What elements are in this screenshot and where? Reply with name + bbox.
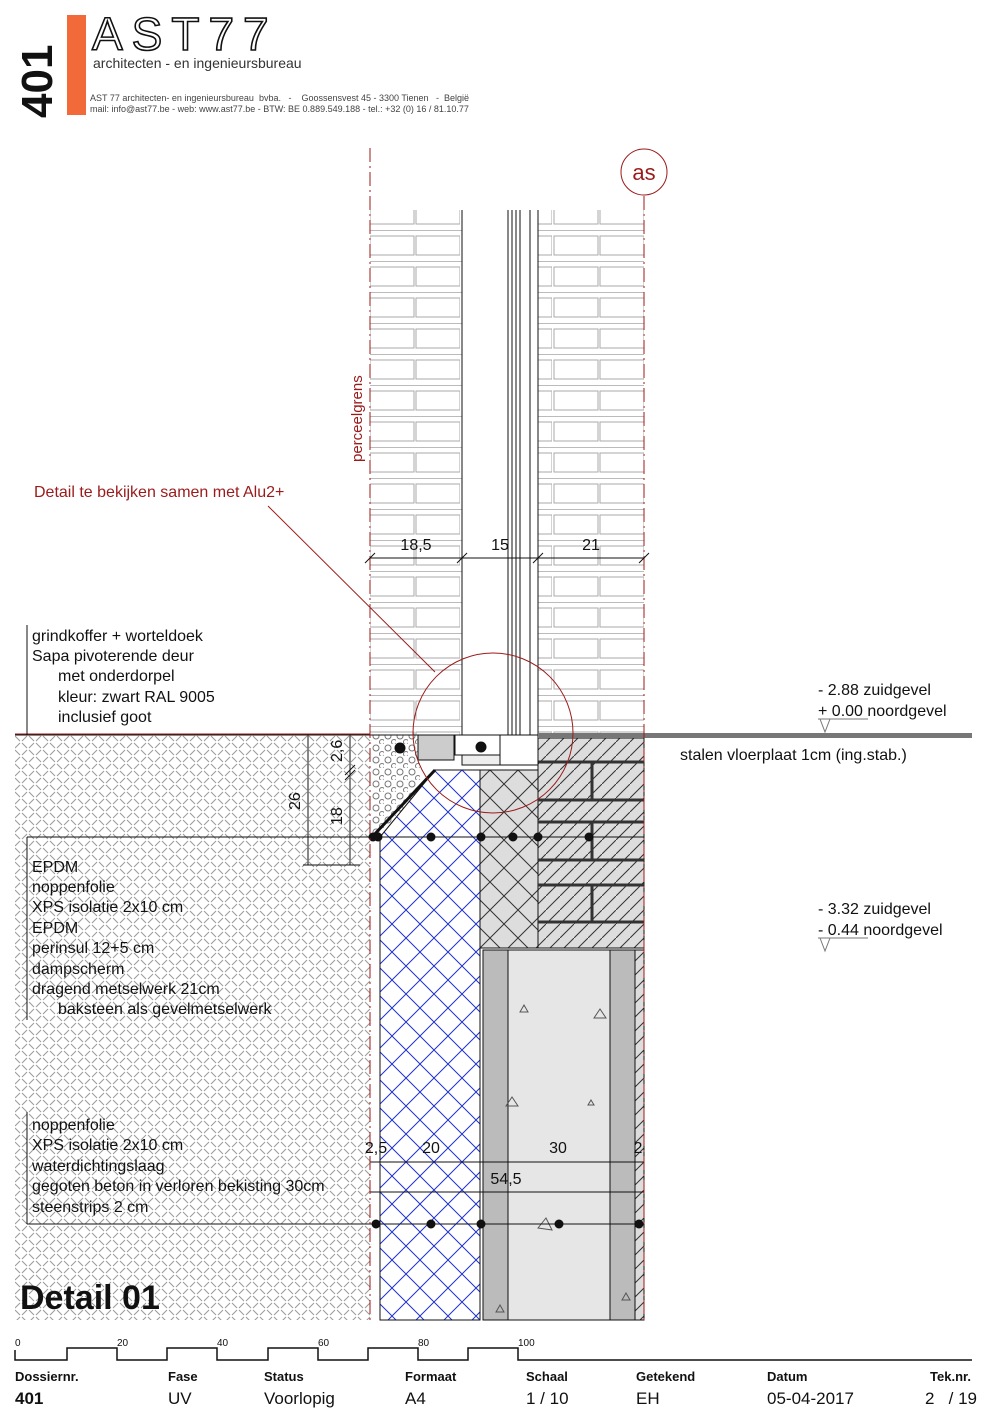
ground-fill bbox=[15, 735, 372, 1320]
tb-header: Getekend bbox=[636, 1369, 695, 1384]
scale-tick: 100 bbox=[518, 1338, 535, 1349]
axis-label: as bbox=[632, 160, 655, 185]
label-line: XPS isolatie 2x10 cm bbox=[32, 899, 183, 916]
brick-facade-right bbox=[538, 210, 644, 735]
tb-value: 2 / 19 bbox=[925, 1389, 977, 1408]
dim-18: 18 bbox=[329, 807, 346, 825]
detail-circle bbox=[412, 652, 574, 814]
labels-top: grindkoffer + worteldoek Sapa pivoterend… bbox=[32, 628, 215, 726]
dim-2-6: 2,6 bbox=[329, 740, 346, 762]
label-line: EPDM bbox=[32, 859, 78, 876]
scale-bar-labels: 0 20 40 60 80 100 bbox=[15, 1338, 535, 1349]
label-line: Sapa pivoterende deur bbox=[32, 648, 195, 665]
dim-15: 15 bbox=[491, 537, 509, 554]
scale-tick: 60 bbox=[318, 1338, 330, 1349]
address-line-2: mail: info@ast77.be - web: www.ast77.be … bbox=[90, 104, 469, 114]
brick-strips bbox=[634, 949, 645, 1321]
label-line: met onderdorpel bbox=[58, 668, 175, 685]
brick-facade-left bbox=[370, 210, 462, 735]
dim-2-5: 2,5 bbox=[365, 1140, 387, 1157]
label-line: dragend metselwerk 21cm bbox=[32, 981, 220, 998]
label-line: perinsul 12+5 cm bbox=[32, 940, 154, 957]
tb-header: Schaal bbox=[526, 1369, 568, 1384]
floor-plate-label: stalen vloerplaat 1cm (ing.stab.) bbox=[680, 747, 907, 764]
address-line-1: AST 77 architecten- en ingenieursbureau … bbox=[90, 93, 469, 103]
tb-header: Status bbox=[264, 1369, 304, 1384]
tb-header: Dossiernr. bbox=[15, 1369, 79, 1384]
brick-joints bbox=[538, 760, 644, 924]
epdm-slope bbox=[370, 768, 437, 839]
axis-marker bbox=[620, 148, 668, 196]
perinsul-block bbox=[479, 769, 539, 949]
label-line: kleur: zwart RAL 9005 bbox=[58, 689, 215, 706]
level-1-south: - 2.88 zuidgevel bbox=[818, 682, 931, 699]
tb-value: 401 bbox=[15, 1389, 43, 1408]
labels-mid: EPDM noppenfolie XPS isolatie 2x10 cm EP… bbox=[32, 859, 272, 1018]
tb-header: Tek.nr. bbox=[930, 1369, 971, 1384]
brand-bar bbox=[67, 15, 86, 115]
label-line: noppenfolie bbox=[32, 1117, 115, 1134]
formwork-left bbox=[482, 949, 509, 1321]
dim-18-5: 18,5 bbox=[400, 537, 431, 554]
logo-subtitle: architecten - en ingenieursbureau bbox=[93, 55, 302, 71]
boundary-label: perceelgrens bbox=[349, 375, 366, 462]
detail-note: Detail te bekijken samen met Alu2+ bbox=[34, 484, 284, 501]
reference-lines bbox=[27, 832, 644, 1229]
scale-tick: 0 bbox=[15, 1338, 21, 1349]
dim-26: 26 bbox=[287, 792, 304, 810]
label-line: EPDM bbox=[32, 920, 78, 937]
label-line: inclusief goot bbox=[58, 709, 152, 726]
label-line: noppenfolie bbox=[32, 879, 115, 896]
tb-header: Datum bbox=[767, 1369, 807, 1384]
level-1-north: + 0.00 noordgevel bbox=[818, 703, 947, 720]
label-line: XPS isolatie 2x10 cm bbox=[32, 1137, 183, 1154]
tb-header: Formaat bbox=[405, 1369, 457, 1384]
scale-tick: 20 bbox=[117, 1338, 129, 1349]
label-line: dampscherm bbox=[32, 961, 124, 978]
vertical-dimensions bbox=[303, 735, 360, 866]
tb-value: A4 bbox=[405, 1389, 426, 1408]
tb-value: UV bbox=[168, 1389, 192, 1408]
label-line: gegoten beton in verloren bekisting 30cm bbox=[32, 1178, 325, 1195]
scale-tick: 80 bbox=[418, 1338, 430, 1349]
door-frame bbox=[461, 210, 539, 735]
tb-value: 05-04-2017 bbox=[767, 1389, 854, 1408]
labels-bottom: noppenfolie XPS isolatie 2x10 cm waterdi… bbox=[31, 1117, 325, 1216]
dim-2: 2 bbox=[634, 1140, 643, 1157]
dossier-number-vertical: 401 bbox=[13, 45, 62, 118]
label-line: grindkoffer + worteldoek bbox=[32, 628, 204, 645]
dim-30: 30 bbox=[549, 1140, 567, 1157]
logo: AST77 bbox=[92, 8, 278, 60]
formwork-right bbox=[609, 949, 636, 1321]
top-dimension bbox=[364, 552, 650, 564]
tb-header: Fase bbox=[168, 1369, 198, 1384]
level-2-marker bbox=[818, 937, 868, 953]
steel-floor-plate bbox=[538, 733, 972, 738]
level-2-south: - 3.32 zuidgevel bbox=[818, 901, 931, 918]
title-block: Dossiernr. 401 Fase UV Status Voorlopig … bbox=[15, 1369, 977, 1408]
detail-title: Detail 01 bbox=[20, 1279, 160, 1317]
tb-value: Voorlopig bbox=[264, 1389, 335, 1408]
scale-bar bbox=[14, 1347, 972, 1361]
dim-54-5: 54,5 bbox=[490, 1171, 521, 1188]
note-leader bbox=[267, 505, 436, 673]
label-line: baksteen als gevelmetselwerk bbox=[58, 1001, 272, 1018]
scale-tick: 40 bbox=[217, 1338, 229, 1349]
label-line: waterdichtingslaag bbox=[31, 1158, 165, 1175]
label-line: steenstrips 2 cm bbox=[32, 1199, 148, 1216]
xps-insulation bbox=[379, 769, 481, 1321]
level-1-marker bbox=[818, 718, 868, 734]
tb-value: EH bbox=[636, 1389, 660, 1408]
level-2-north: - 0.44 noordgevel bbox=[818, 922, 943, 939]
tb-value: 1 / 10 bbox=[526, 1389, 569, 1408]
dim-21: 21 bbox=[582, 537, 600, 554]
dim-20: 20 bbox=[422, 1140, 440, 1157]
